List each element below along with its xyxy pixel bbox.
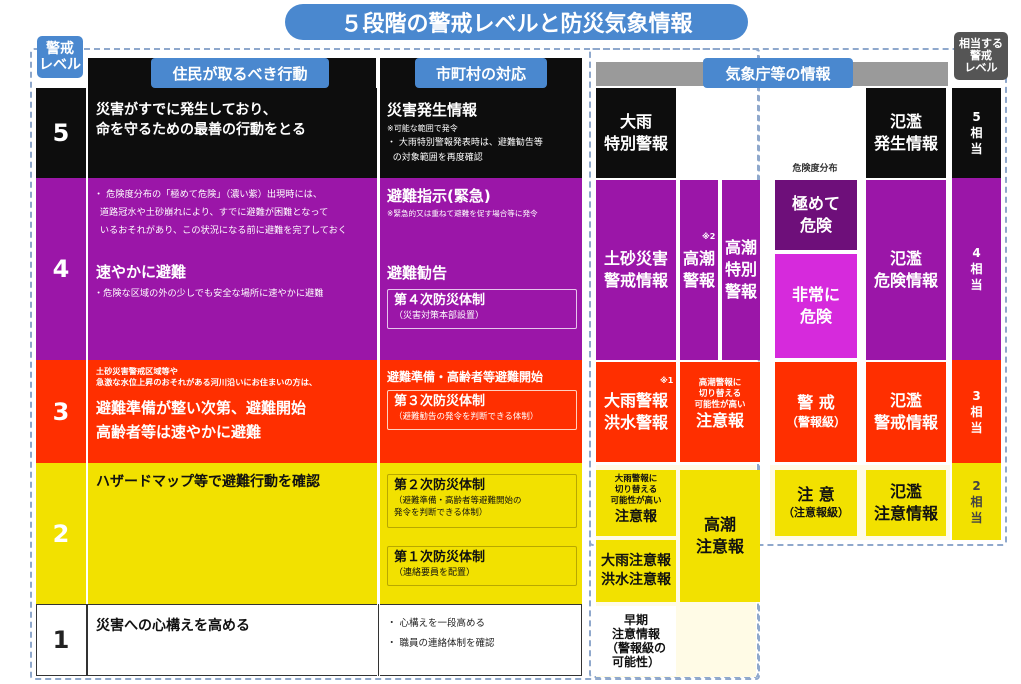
residents-header: 住民が取るべき行動 [151, 58, 329, 88]
divider [86, 88, 88, 676]
jma-header: 気象庁等の情報 [703, 58, 853, 88]
level3-number: 3 [52, 397, 70, 426]
heavy-rain-advisory-label: 注意報 [615, 509, 657, 525]
warning-level-label: 警 戒 [797, 393, 835, 412]
warning-level-sub: （警報級） [785, 415, 846, 429]
note1-marker: ※1 [660, 376, 674, 385]
level1-system-sub: （連絡要員を配置） [394, 568, 476, 578]
level3-resident-action: 避難準備が整い次第、避難開始 高齢者等は速やかに避難 [96, 399, 307, 441]
level-tag: 警戒 レベル [37, 36, 83, 78]
level2-box-title: 第２次防災体制 [394, 478, 486, 493]
level2-band [36, 463, 582, 604]
flood-danger-info: 氾濫 危険情報 [866, 180, 946, 360]
level4-box-sub: （災害対策本部設置） [394, 311, 485, 321]
right-level4-label: 4 相 当 [970, 246, 983, 292]
level3-box-title: 第３次防災体制 [394, 394, 486, 409]
level5-municipal-note2: ・ 大雨特別警報発表時は、避難勧告等 の対象範囲を再度確認 [387, 138, 543, 163]
extremely-dangerous: 極めて 危険 [775, 180, 857, 250]
level5-band [36, 88, 582, 178]
level2-municipal-box: 第２次防災体制 （避難準備・高齢者等避難開始の 発令を判断できる体制） [387, 474, 577, 528]
level1-resident-action: 災害への心構えを高める [96, 618, 250, 634]
level4-municipal-title2: 避難勧告 [387, 264, 448, 282]
storm-surge-advisory-lv3: 高潮警報に 切り替える 可能性が高い 注意報 [680, 362, 760, 462]
storm-surge-special-warning: 高潮 特別 警報 [722, 180, 760, 360]
early-warning-info: 早期 注意情報 （警報級の 可能性） [596, 606, 676, 676]
level4-municipal-title: 避難指示(緊急) [387, 187, 491, 205]
flood-occurrence-info: 氾濫 発生情報 [866, 88, 946, 178]
level4-box-title: 第４次防災体制 [394, 293, 486, 308]
level3-band [36, 360, 582, 463]
divider [377, 88, 380, 676]
level4-number: 4 [52, 255, 70, 283]
municipal-header: 市町村の対応 [415, 58, 547, 88]
heavy-rain-flood-warning: 大雨警報 洪水警報 [596, 362, 676, 462]
advisory-level-sub: （注意報級） [783, 506, 849, 519]
heavy-rain-advisory-note: 大雨警報に 切り替える 可能性が高い [610, 474, 662, 506]
divider [378, 604, 379, 676]
right-level5-band [952, 88, 1001, 178]
level4-resident-sub: ・危険な区域の外の少しでも安全な場所に速やかに避難 [94, 288, 324, 299]
level3-municipal-box: 第３次防災体制 （避難勧告の発令を判断できる体制） [387, 390, 577, 430]
very-dangerous: 非常に 危険 [775, 254, 857, 358]
flood-advisory-info: 氾濫 注意情報 [866, 470, 946, 536]
heavy-rain-flood-advisory: 大雨注意報 洪水注意報 [596, 540, 676, 602]
level4-municipal-box: 第４次防災体制 （災害対策本部設置） [387, 289, 577, 329]
level1-municipal-2: ・ 職員の連絡体制を確認 [387, 638, 495, 649]
warning-level-risk: 警 戒 （警報級） [775, 362, 857, 462]
level3-resident-note: 土砂災害警戒区域等や 急激な水位上昇のおそれがある河川沿いにお住まいの方は、 [96, 366, 318, 387]
equivalent-level-tag: 相当する 警戒 レベル [954, 32, 1008, 80]
level2-resident-action: ハザードマップ等で避難行動を確認 [96, 474, 320, 490]
level5-number: 5 [52, 119, 70, 147]
divider [86, 604, 88, 676]
right-level3-band [952, 360, 1001, 463]
advisory-level-risk: 注 意 （注意報級） [775, 470, 857, 536]
level3-box-sub: （避難勧告の発令を判断できる体制） [394, 412, 539, 422]
level4-band [36, 178, 582, 360]
right-level2-band [952, 463, 1001, 540]
heavy-rain-special-warning: 大雨 特別警報 [596, 88, 676, 178]
level1-municipal-1: ・ 心構えを一段高める [387, 618, 486, 629]
level5-resident-action: 災害がすでに発生しており、 命を守るための最善の行動をとる [96, 102, 306, 138]
flood-warning-info: 氾濫 警戒情報 [866, 362, 946, 462]
heavy-rain-advisory-switch: 大雨警報に 切り替える 可能性が高い 注意報 [596, 470, 676, 536]
storm-surge-advisory-label: 注意報 [695, 411, 744, 430]
storm-surge-advisory-note: 高潮警報に 切り替える 可能性が高い [694, 377, 746, 410]
risk-distribution-label: 危険度分布 [792, 163, 838, 174]
level2-box-sub: （避難準備・高齢者等避難開始の 発令を判断できる体制） [394, 496, 522, 518]
right-level5-label: 5 相 当 [970, 110, 983, 156]
level4-resident-action: 速やかに避難 [96, 263, 187, 281]
level2-number: 2 [52, 519, 70, 548]
storm-surge-advisory: 高潮 注意報 [680, 470, 760, 602]
right-level4-band [952, 178, 1001, 360]
landslide-warning-info: 土砂災害 警戒情報 [596, 180, 676, 360]
level4-municipal-note: ※緊急的又は重ねて避難を促す場合等に発令 [387, 209, 538, 218]
level1-system-title: 第１次防災体制 [394, 550, 486, 565]
level4-resident-note: ・ 危険度分布の「極めて危険」（濃い紫）出現時には、 道路冠水や土砂崩れにより、… [94, 189, 347, 236]
right-level3-label: 3 相 当 [970, 388, 983, 435]
storm-surge-warning-lv4: 高潮 警報 [680, 180, 718, 360]
level1-band [36, 604, 582, 676]
level1-number: 1 [52, 626, 70, 654]
level5-municipal-title: 災害発生情報 [387, 101, 478, 119]
level1-system-box: 第１次防災体制 （連絡要員を配置） [387, 546, 577, 586]
page-title: ５段階の警戒レベルと防災気象情報 [285, 4, 748, 40]
advisory-level-label: 注 意 [797, 485, 835, 504]
level5-municipal-note1: ※可能な範囲で発令 [387, 124, 458, 133]
note2-marker: ※2 [702, 232, 716, 241]
level3-municipal-title: 避難準備・高齢者等避難開始 [387, 370, 544, 384]
right-level2-label: 2 相 当 [970, 478, 983, 525]
